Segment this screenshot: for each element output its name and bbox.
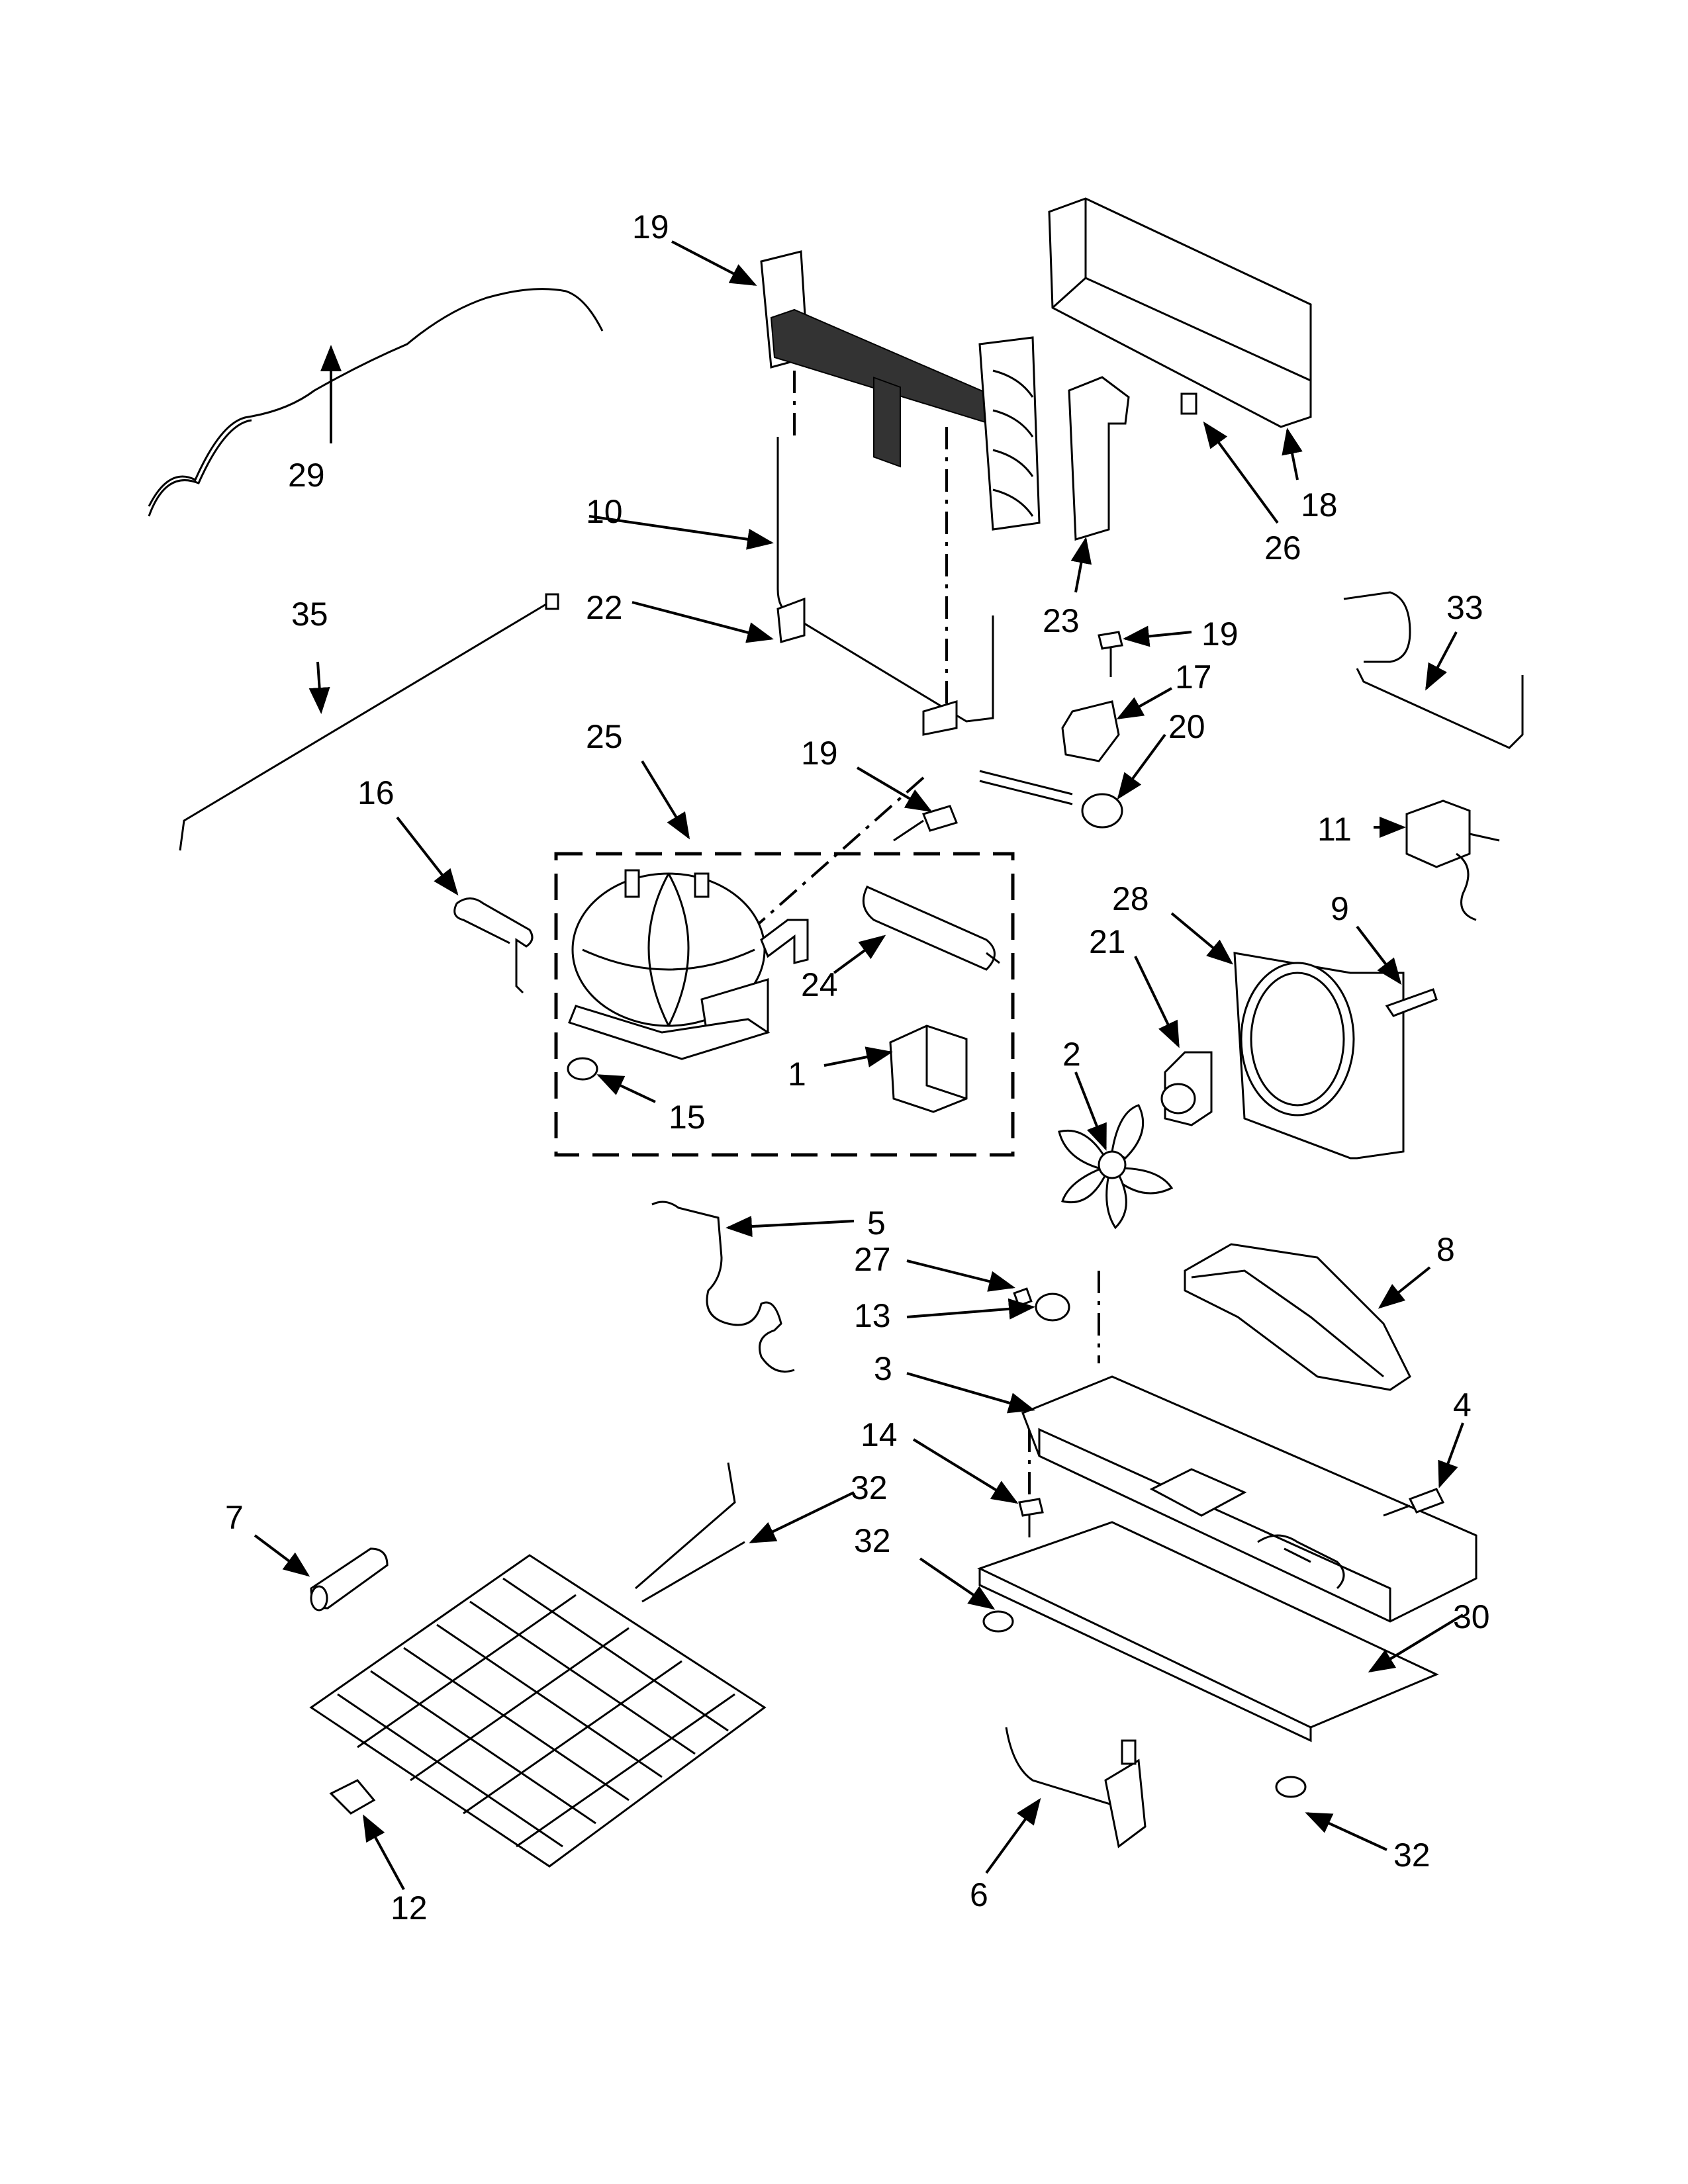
leveling-leg-part [1018,1498,1044,1537]
callout-3: 3 [874,1350,892,1387]
callout-18: 18 [1301,486,1338,523]
callout-29: 28 [1112,880,1149,917]
drain-tube-part [651,1201,795,1373]
insulation-sheet-part [977,1521,1439,1743]
evaporator-coil-part [309,1462,767,1868]
callout-23: 22 [586,589,623,626]
grommet-part [567,1057,598,1081]
callout-14: 14 [861,1416,898,1453]
callout-33: 33 [1446,589,1483,626]
screw-part [1098,631,1123,677]
screw-9-part [1385,988,1438,1017]
callout-35: 35 [291,596,328,633]
callout-26: 25 [586,718,623,755]
cover-panel-part [1048,197,1312,428]
callout-9: 9 [1331,890,1349,927]
callout-28: 27 [854,1241,891,1278]
callout-32-left: 32 [854,1522,891,1559]
callout-1: 1 [788,1056,806,1093]
callout-27: 26 [1264,529,1301,567]
relay-cover-part [889,1024,968,1113]
callout-13: 13 [854,1297,891,1334]
screw-4-part [1383,1488,1445,1517]
base-plate-part [1021,1375,1477,1623]
callout-2: 2 [1062,1036,1081,1073]
callout-22: 21 [1089,923,1126,960]
foot-part-right [1275,1776,1307,1798]
callout-30: 29 [288,457,325,494]
fan-motor-part [1160,1051,1213,1126]
fan-blade-part [1058,1104,1174,1230]
pin-part [1013,1287,1033,1307]
callout-19-mid: 19 [801,735,838,772]
callout-4: 4 [1453,1387,1472,1424]
callout-11: 11 [1317,811,1352,848]
callout-25: 24 [801,966,838,1003]
condenser-part [760,250,1041,531]
callout-10: 10 [586,493,623,530]
sensor-tube-part [1005,1727,1147,1848]
clip-part [1180,392,1197,415]
coil-clip-part [329,1779,376,1815]
sleeve-part [310,1547,389,1612]
callout-6: 6 [970,1876,988,1913]
mount-part [1061,700,1120,762]
compressor-kit-box [554,852,1015,1157]
callout-32-right: 32 [1393,1837,1430,1874]
filter-drier-part [862,886,1000,971]
leader-lines [254,240,1464,1890]
control-box-part [1405,799,1500,921]
tube-bracket-part-2 [922,700,958,736]
callout-12: 12 [391,1889,428,1927]
plug-part [1035,1293,1070,1322]
bracket-part [1068,376,1130,541]
callout-17: 17 [1175,659,1212,696]
tube-part [776,437,994,723]
callout-16: 16 [357,774,395,811]
callout-7: 7 [225,1499,244,1536]
bolt-part [893,805,959,842]
damper-motor-part [979,770,1123,829]
strap-part [453,897,534,994]
callout-15: 15 [669,1099,706,1136]
heat-exchanger-tube-part [1343,591,1524,749]
callout-31: 30 [1453,1598,1490,1635]
wire-harness-part [148,288,604,517]
callout-34: 32 [851,1469,888,1506]
compressor-part [568,869,809,1060]
callout-19-top: 19 [1201,615,1239,653]
callout-5: 5 [867,1205,886,1242]
wire-connector [545,593,559,610]
tube-bracket-part [776,597,806,643]
wire-part [179,601,550,851]
callout-20: 19 [632,208,669,246]
callout-24: 23 [1043,602,1080,639]
foot-part-left [982,1610,1014,1633]
callout-21: 20 [1168,708,1205,745]
callout-labels: 19 29 10 22 18 26 23 19 17 20 33 35 16 2… [225,208,1490,1927]
callout-8: 8 [1436,1231,1455,1268]
fan-shroud-part [1233,952,1405,1160]
drain-pan-part [1184,1243,1411,1391]
